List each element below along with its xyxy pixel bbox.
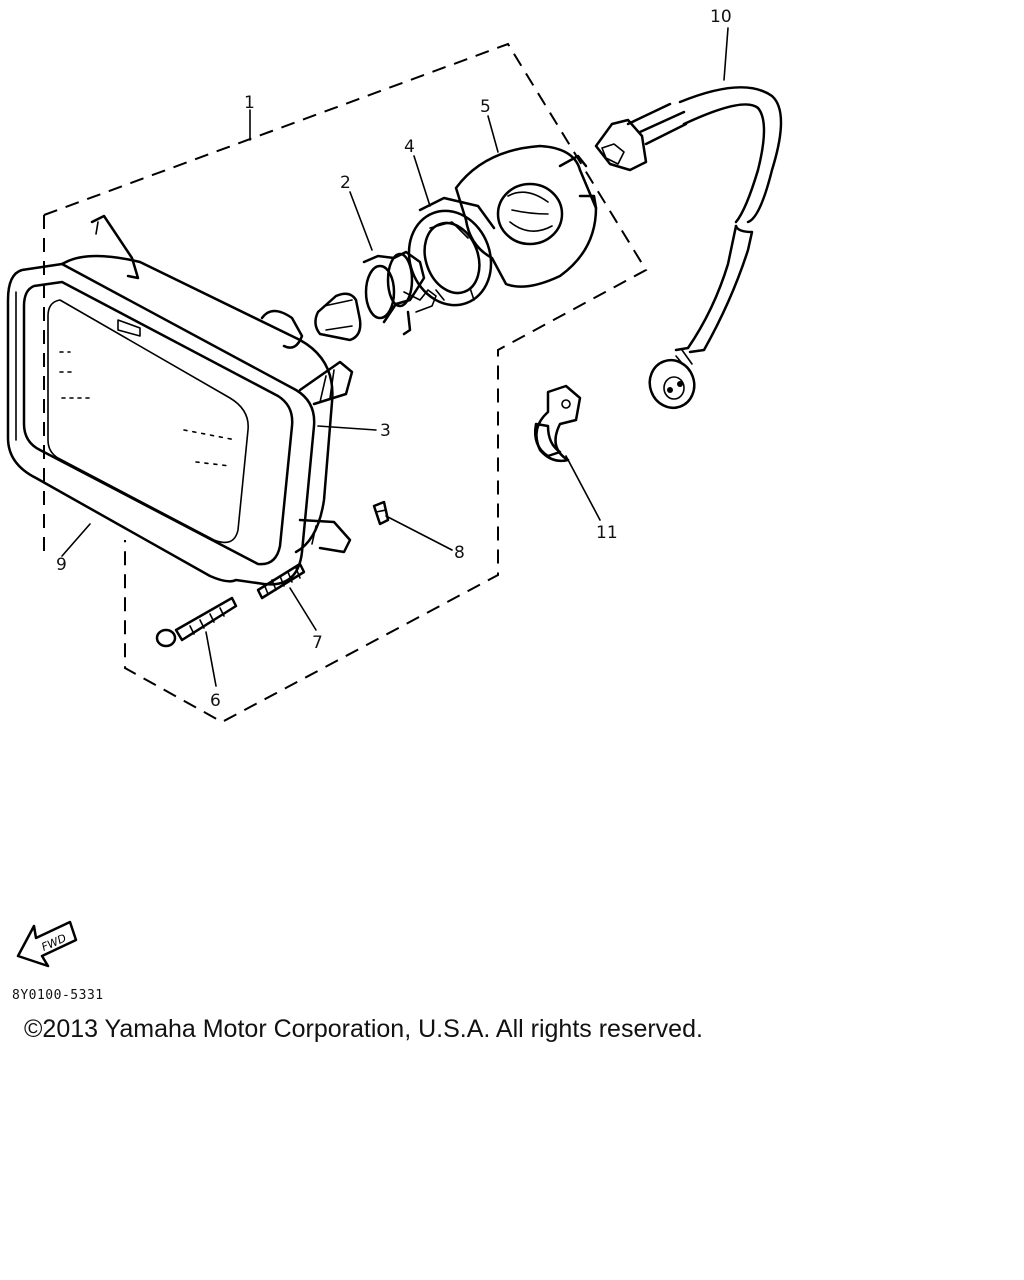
headlight-unit	[47, 214, 354, 554]
fwd-arrow-icon: FWD	[16, 920, 78, 968]
spring	[256, 562, 306, 600]
callout-labels: 1 2 3 4 5 6 7 8 9 10 11	[56, 7, 732, 711]
callout-3: 3	[380, 421, 391, 441]
callout-9: 9	[56, 555, 67, 575]
diagram-code: 8Y0100-5331	[12, 988, 104, 1003]
callout-10: 10	[710, 7, 732, 27]
assembly-boundary	[43, 42, 648, 724]
dust-cover	[454, 144, 598, 288]
wire-harness	[594, 86, 783, 410]
copyright-notice: ©2013 Yamaha Motor Corporation, U.S.A. A…	[24, 1015, 703, 1043]
callout-4: 4	[404, 137, 415, 157]
callout-11: 11	[596, 523, 618, 543]
callout-6: 6	[210, 691, 221, 711]
adjusting-screw	[155, 596, 238, 648]
callout-1: 1	[244, 93, 255, 113]
callout-2: 2	[340, 173, 351, 193]
callout-5: 5	[480, 97, 491, 117]
callout-7: 7	[312, 633, 323, 653]
bulb	[314, 250, 437, 342]
clamp	[534, 384, 582, 463]
callout-8: 8	[454, 543, 465, 563]
headlight-rim	[6, 262, 316, 586]
nut	[372, 500, 390, 526]
leader-lines	[61, 27, 729, 687]
